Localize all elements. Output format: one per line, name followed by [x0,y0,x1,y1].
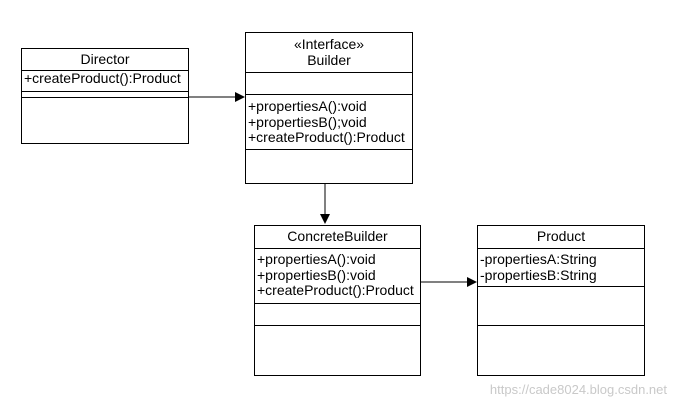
builder-stereotype: «Interface» [293,36,365,52]
director-class: Director +createProduct():Product [21,48,189,144]
director-bottom-section [22,98,188,143]
builder-interface: «Interface» Builder +propertiesA():void … [245,32,413,184]
builder-empty-section [246,73,412,95]
builder-operation: +propertiesB();void [248,113,367,130]
concretebuilder-name-section: ConcreteBuilder [255,226,420,249]
watermark-text: https://cade8024.blog.csdn.net [489,382,667,397]
concretebuilder-empty-section [255,304,420,326]
product-class: Product -propertiesA:String -propertiesB… [477,225,645,376]
director-class-name: Director [80,51,130,67]
concretebuilder-operation: +propertiesB():void [257,266,376,283]
director-name-section: Director [22,49,188,71]
concretebuilder-operations-section: +propertiesA():void +propertiesB():void … [255,249,420,304]
director-empty-section [22,92,188,98]
builder-name-section: «Interface» Builder [246,33,412,73]
concretebuilder-class: ConcreteBuilder +propertiesA():void +pro… [254,225,421,376]
product-empty-section [478,287,644,326]
builder-class-name: Builder [307,52,351,68]
concretebuilder-operation: +createProduct():Product [257,282,414,298]
product-attribute: -propertiesA:String [480,251,597,267]
director-operation: +createProduct():Product [24,71,181,86]
director-operations-section: +createProduct():Product [22,71,188,92]
product-bottom-section [478,326,644,375]
builder-bottom-section [246,150,412,183]
concretebuilder-class-name: ConcreteBuilder [287,228,388,244]
product-attribute: -propertiesB:String [480,266,597,283]
director-to-builder-arrowhead [235,92,245,102]
concretebuilder-operation: +propertiesA():void [257,251,376,267]
builder-to-concretebuilder-arrowhead [320,214,330,224]
builder-operation: +createProduct():Product [248,129,405,145]
product-attributes-section: -propertiesA:String -propertiesB:String [478,249,644,287]
product-name-section: Product [478,226,644,249]
builder-operation: +propertiesA():void [248,98,367,114]
concretebuilder-bottom-section [255,326,420,375]
builder-operations-section: +propertiesA():void +propertiesB();void … [246,95,412,150]
concretebuilder-to-product-arrowhead [467,277,477,287]
product-class-name: Product [536,228,586,244]
